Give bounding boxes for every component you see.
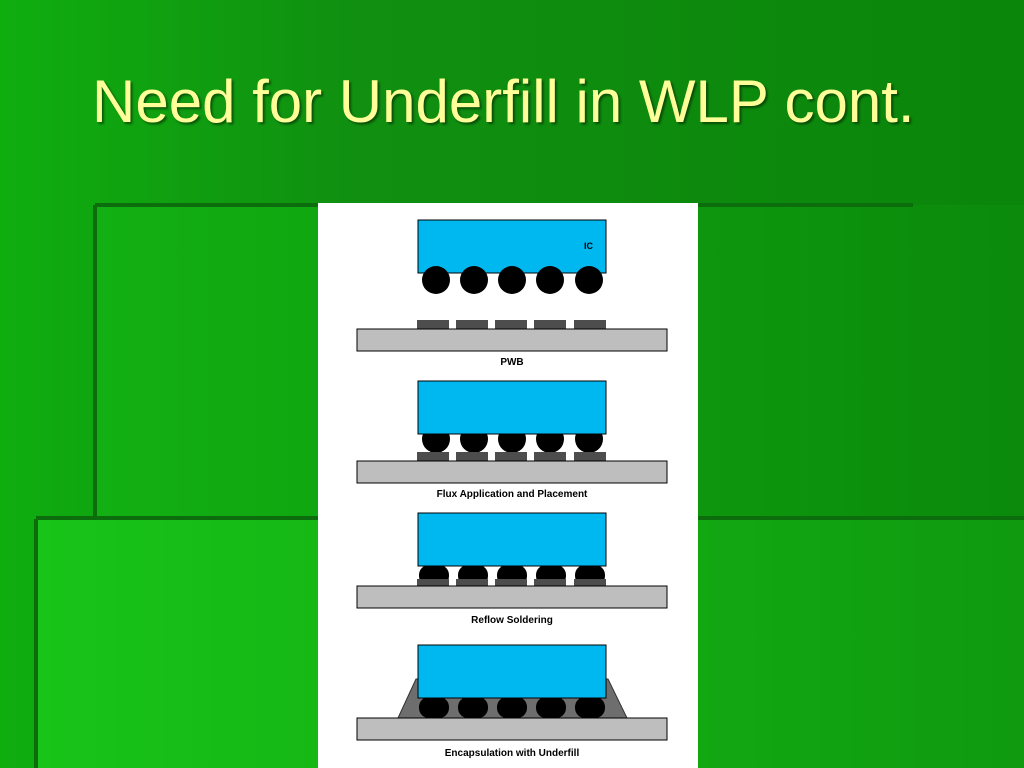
solder-joint	[536, 697, 566, 718]
slide-title: Need for Underfill in WLP cont.	[92, 68, 915, 135]
pwb-board	[356, 717, 668, 741]
ic-die-base	[417, 219, 607, 274]
board-pad	[456, 452, 488, 461]
board-pad	[495, 320, 527, 329]
pwb-board	[356, 460, 668, 484]
board-pad	[534, 579, 566, 586]
ic-label: IC	[584, 241, 594, 251]
board-pad	[534, 452, 566, 461]
step-label-pwb: PWB	[500, 357, 523, 368]
background-edge-left-lower	[34, 519, 38, 768]
board-pad	[417, 320, 449, 329]
board-pad	[574, 579, 606, 586]
ic-die	[417, 512, 607, 567]
step-encapsulation-underfill: Encapsulation with Underfill	[356, 644, 668, 759]
board-pad	[417, 579, 449, 586]
step-reflow-soldering: Reflow Soldering	[356, 512, 668, 626]
solder-bump	[536, 266, 564, 294]
board-pad	[574, 320, 606, 329]
board-pad	[495, 452, 527, 461]
solder-bump	[460, 266, 488, 294]
step-flux-placement: Flux Application and Placement	[356, 380, 668, 500]
board-pad	[456, 320, 488, 329]
board-pad	[534, 320, 566, 329]
board-pad	[456, 579, 488, 586]
ic-die	[417, 219, 607, 274]
step-pwb: IC PWB	[356, 219, 668, 368]
process-diagram-svg: IC PWB	[356, 219, 668, 759]
solder-bump	[575, 266, 603, 294]
solder-joint	[458, 697, 488, 718]
step-label-reflow-soldering: Reflow Soldering	[471, 615, 553, 626]
background-edge-left	[93, 205, 97, 519]
board-pad	[574, 452, 606, 461]
ic-die	[417, 380, 607, 435]
solder-joint	[497, 697, 527, 718]
ic-die	[417, 644, 607, 699]
solder-joint	[419, 697, 449, 718]
pwb-board	[356, 328, 668, 352]
process-diagram: IC PWB	[318, 203, 698, 768]
board-pad	[417, 452, 449, 461]
solder-bump	[422, 266, 450, 294]
solder-joint	[575, 697, 605, 718]
board-pad	[495, 579, 527, 586]
step-label-encapsulation-underfill: Encapsulation with Underfill	[445, 748, 580, 759]
solder-bump	[498, 266, 526, 294]
step-label-flux-placement: Flux Application and Placement	[437, 489, 588, 500]
pwb-board	[356, 585, 668, 609]
